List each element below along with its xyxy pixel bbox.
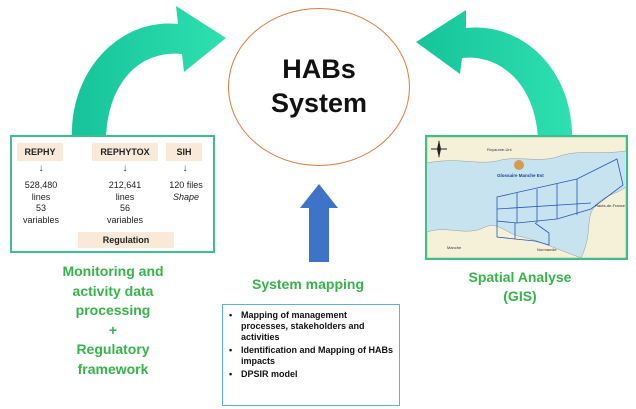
down-arrow-icon: ↓ bbox=[38, 163, 44, 174]
map-label-south: Normandie bbox=[537, 247, 557, 252]
list-item-text: Mapping of management processes, stakeho… bbox=[241, 310, 365, 342]
list-item-text: Identification and Mapping of HABs impac… bbox=[241, 345, 393, 366]
caption-line: Spatial Analyse bbox=[468, 269, 572, 285]
rephy-variables-label: variables bbox=[22, 214, 60, 225]
habs-title-line2: System bbox=[270, 88, 368, 118]
regulation-label: Regulation bbox=[78, 232, 174, 248]
list-item: • Identification and Mapping of HABs imp… bbox=[229, 345, 395, 367]
compass-icon bbox=[431, 140, 447, 158]
list-item: • Mapping of management processes, stake… bbox=[229, 310, 395, 343]
habs-system-title: HABs System bbox=[228, 52, 410, 120]
caption-line: (GIS) bbox=[503, 288, 537, 304]
rephytox-lines-label: lines bbox=[115, 191, 135, 202]
gis-map: Royaume-Uni Glossaire Manche Est Hauts-d… bbox=[427, 137, 626, 258]
rephy-line-count: 528,480 bbox=[24, 180, 58, 190]
sih-file-count: 120 files bbox=[169, 180, 203, 190]
rephy-lines-label: lines bbox=[31, 191, 51, 202]
habs-system-ellipse bbox=[228, 8, 410, 166]
system-mapping-list: • Mapping of management processes, stake… bbox=[222, 304, 400, 406]
rephytox-variables-label: variables bbox=[106, 214, 144, 225]
map-label-sea: Glossaire Manche Est bbox=[497, 173, 544, 178]
down-arrow-icon: ↓ bbox=[122, 163, 128, 174]
left-curved-arrow bbox=[71, 6, 227, 138]
right-curved-arrow bbox=[416, 10, 573, 140]
shell-icon bbox=[514, 160, 524, 170]
management-zones bbox=[496, 158, 624, 246]
column-head-sih: SIH bbox=[166, 143, 202, 161]
map-label-east: Hauts-de-France bbox=[595, 203, 626, 208]
sih-stats: 120 files Shape bbox=[160, 180, 212, 203]
monitoring-caption: Monitoring and activity data processing … bbox=[38, 262, 188, 379]
caption-line: + bbox=[108, 321, 118, 338]
list-item-text: DPSIR model bbox=[241, 369, 298, 379]
caption-line: processing bbox=[75, 302, 151, 318]
northern-coast bbox=[427, 137, 626, 164]
caption-line: Monitoring and bbox=[62, 263, 164, 279]
rephytox-stats: 212,641 lines 56 variables bbox=[98, 180, 152, 226]
list-item: • DPSIR model bbox=[229, 369, 395, 380]
habs-title-line1: HABs bbox=[282, 54, 356, 84]
map-label-north: Royaume-Uni bbox=[487, 147, 512, 152]
sih-format: Shape bbox=[172, 191, 200, 202]
rephytox-line-count: 212,641 bbox=[108, 180, 142, 190]
caption-line: Regulatory bbox=[76, 341, 150, 357]
bullet-icon: • bbox=[229, 310, 233, 320]
spatial-analyse-caption: Spatial Analyse (GIS) bbox=[440, 268, 600, 306]
up-arrow bbox=[300, 184, 338, 262]
map-label-southwest: Manche bbox=[447, 245, 462, 250]
rephytox-variable-count: 56 bbox=[119, 203, 130, 213]
caption-line: framework bbox=[77, 360, 149, 377]
system-mapping-caption: System mapping bbox=[251, 276, 365, 292]
caption-line: activity data bbox=[72, 282, 154, 299]
rephy-stats: 528,480 lines 53 variables bbox=[14, 180, 68, 226]
eastern-coast bbox=[580, 186, 626, 258]
down-arrow-icon: ↓ bbox=[182, 163, 188, 174]
column-head-rephy: REPHY bbox=[17, 143, 63, 161]
rephy-variable-count: 53 bbox=[35, 203, 46, 213]
southern-coast bbox=[427, 225, 582, 258]
column-head-rephytox: REPHYTOX bbox=[92, 143, 158, 161]
bullet-icon: • bbox=[229, 345, 233, 355]
gis-map-panel: Royaume-Uni Glossaire Manche Est Hauts-d… bbox=[425, 135, 628, 260]
bullet-icon: • bbox=[229, 369, 233, 379]
